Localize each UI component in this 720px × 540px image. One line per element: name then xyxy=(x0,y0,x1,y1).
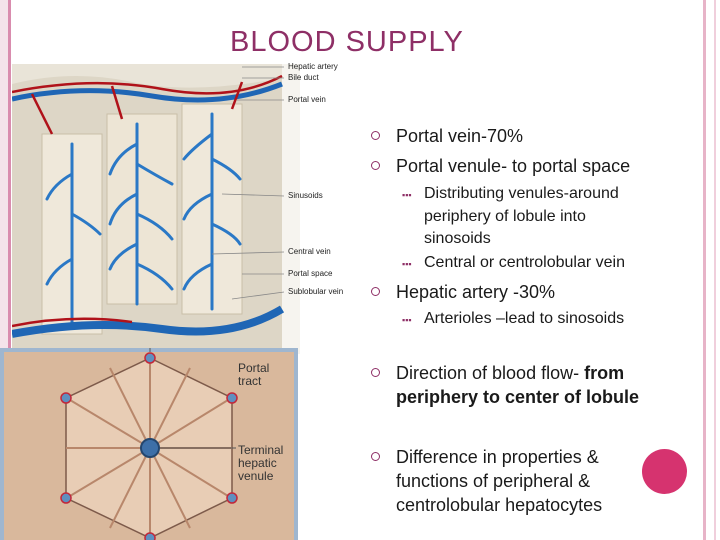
circle-bullet-icon xyxy=(371,161,380,170)
sub-bullet-arterioles: ▪▪▪ Arterioles –lead to sinosoids xyxy=(402,310,625,327)
label-central-vein: Central vein xyxy=(288,247,331,256)
label-sinusoids: Sinusoids xyxy=(288,191,323,200)
sub-bullet-icon: ▪▪▪ xyxy=(402,190,412,200)
label-portal-space: Portal space xyxy=(288,269,333,278)
label-hepatic-artery: Hepatic artery xyxy=(288,62,338,71)
bullet-direction-blood-flow: Direction of blood flow- from periphery … xyxy=(371,361,686,409)
right-border-line xyxy=(703,0,706,540)
circle-bullet-icon xyxy=(371,131,380,140)
sub-bullet-icon: ▪▪▪ xyxy=(402,259,412,269)
bullet-portal-vein: Portal vein-70% xyxy=(371,124,676,148)
left-border-band xyxy=(0,0,8,540)
sub-bullet-central-vein: ▪▪▪ Central or centrolobular vein xyxy=(402,254,625,271)
label-terminal-hepatic-venule: Terminal hepatic venule xyxy=(238,443,284,483)
left-border-line xyxy=(8,0,11,540)
sub-bullet-icon: ▪▪▪ xyxy=(402,315,412,325)
bullet-hepatic-artery: Hepatic artery -30% xyxy=(371,280,676,304)
circle-bullet-icon xyxy=(371,452,380,461)
circle-bullet-icon xyxy=(371,368,380,377)
bullet-difference-properties: Difference in properties & functions of … xyxy=(371,445,646,517)
hexagonal-lobule-diagram: Portal tract Terminal hepatic venule xyxy=(0,338,298,540)
right-border-line-outer xyxy=(714,0,716,540)
label-portal-tract: Portal tract xyxy=(238,361,270,388)
label-sublobular-vein: Sublobular vein xyxy=(288,287,344,296)
label-bile-duct: Bile duct xyxy=(288,73,319,82)
decorative-circle xyxy=(642,449,687,494)
bullet-portal-venule: Portal venule- to portal space xyxy=(371,154,686,178)
sub-bullet-distributing-venules: ▪▪▪ Distributing venules-around peripher… xyxy=(402,185,619,247)
slide-title: BLOOD SUPPLY xyxy=(230,26,464,58)
circle-bullet-icon xyxy=(371,287,380,296)
liver-lobule-illustration: Hepatic artery Bile duct Portal vein Sin… xyxy=(11,62,343,354)
label-portal-vein: Portal vein xyxy=(288,95,326,104)
